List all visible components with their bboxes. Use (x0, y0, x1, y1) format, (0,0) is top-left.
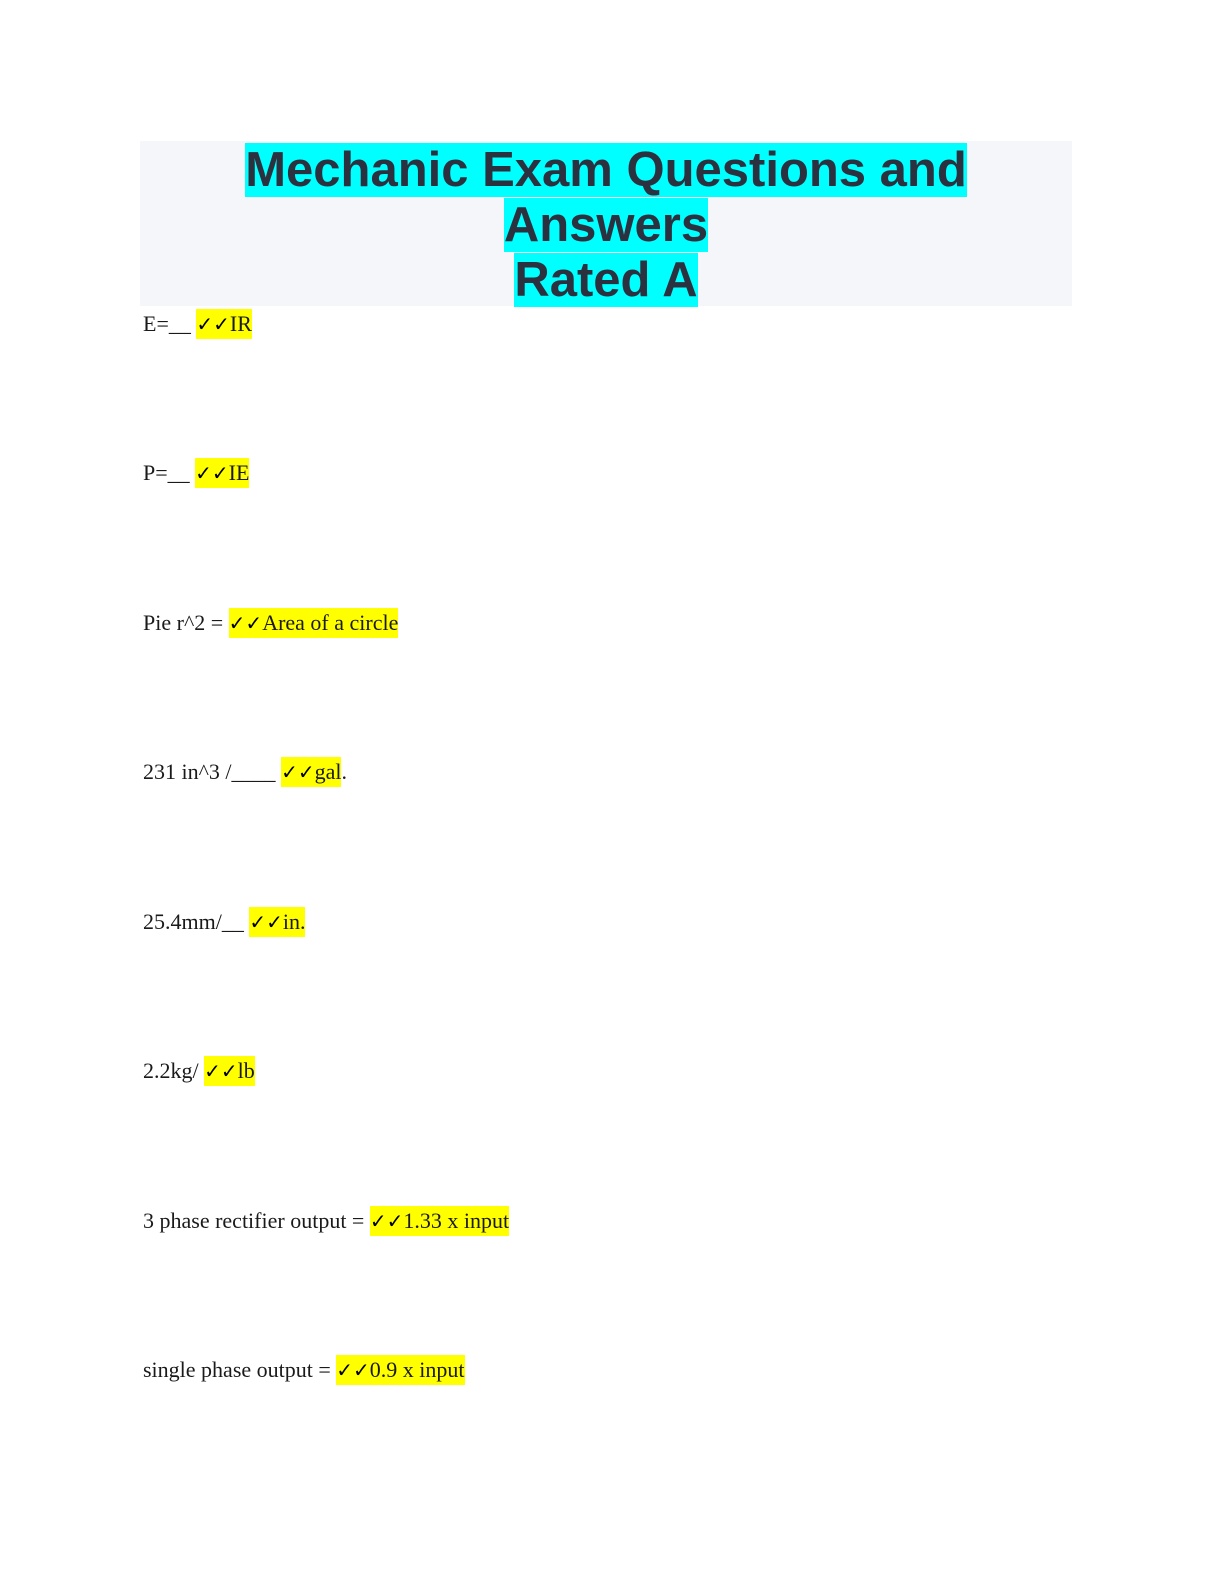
answer-highlight: ✓✓0.9 x input (336, 1355, 465, 1385)
answer-text: 0.9 x input (369, 1357, 465, 1382)
qa-item: 25.4mm/__ ✓✓in. (143, 907, 306, 937)
question-text: 3 phase rectifier output = (143, 1208, 370, 1233)
qa-item: Pie r^2 = ✓✓Area of a circle (143, 608, 399, 638)
double-check-icon: ✓✓ (336, 1358, 370, 1382)
question-text: 2.2kg/ (143, 1058, 205, 1083)
answer-suffix: . (341, 759, 347, 784)
qa-item: single phase output = ✓✓0.9 x input (143, 1355, 465, 1385)
double-check-icon: ✓✓ (249, 910, 283, 934)
answer-highlight: ✓✓IR (196, 309, 252, 339)
question-text: E=__ (143, 311, 197, 336)
answer-highlight: ✓✓in. (249, 907, 306, 937)
qa-item: 2.2kg/ ✓✓lb (143, 1056, 255, 1086)
answer-text: lb (237, 1058, 255, 1083)
answer-highlight: ✓✓gal (281, 757, 342, 787)
answer-text: gal (314, 759, 342, 784)
answer-text: in. (282, 909, 306, 934)
answer-text: IE (228, 460, 250, 485)
double-check-icon: ✓✓ (369, 1209, 404, 1233)
document-title-line-2: Rated A (514, 253, 698, 307)
double-check-icon: ✓✓ (196, 312, 230, 336)
answer-highlight: ✓✓Area of a circle (228, 608, 399, 638)
document-title-line-1: Mechanic Exam Questions and Answers (245, 143, 967, 252)
question-text: 25.4mm/__ (143, 909, 250, 934)
answer-highlight: ✓✓IE (195, 458, 250, 488)
qa-item: 3 phase rectifier output = ✓✓1.33 x inpu… (143, 1206, 510, 1236)
qa-item: 231 in^3 /____ ✓✓gal. (143, 757, 347, 787)
qa-item: E=__ ✓✓IR (143, 309, 252, 339)
answer-text: 1.33 x input (403, 1208, 510, 1233)
question-text: 231 in^3 /____ (143, 759, 282, 784)
answer-text: Area of a circle (262, 610, 399, 635)
double-check-icon: ✓✓ (281, 760, 315, 784)
qa-item: P=__ ✓✓IE (143, 458, 250, 488)
answer-highlight: ✓✓1.33 x input (369, 1206, 510, 1236)
title-block: Mechanic Exam Questions and Answers Rate… (140, 141, 1072, 307)
question-text: Pie r^2 = (143, 610, 229, 635)
double-check-icon: ✓✓ (204, 1059, 238, 1083)
answer-highlight: ✓✓lb (204, 1056, 255, 1086)
double-check-icon: ✓✓ (195, 461, 229, 485)
answer-text: IR (229, 311, 252, 336)
double-check-icon: ✓✓ (228, 611, 263, 635)
question-text: single phase output = (143, 1357, 337, 1382)
question-text: P=__ (143, 460, 196, 485)
